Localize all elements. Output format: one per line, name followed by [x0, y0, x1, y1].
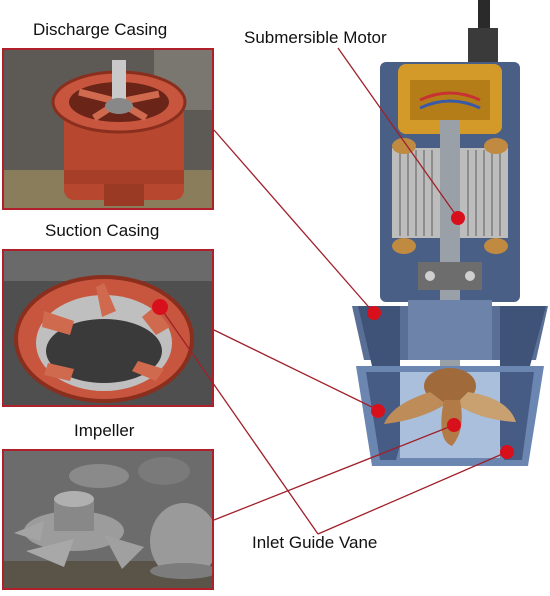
impeller-label: Impeller: [74, 421, 135, 440]
impeller-illustration: [4, 451, 212, 588]
suction-casing-illustration: [4, 251, 212, 405]
marker-discharge-casing: [367, 306, 381, 320]
marker-submersible-motor: [451, 211, 465, 225]
marker-inlet-guide-vane: [500, 445, 514, 459]
impeller-photo: [2, 449, 214, 590]
leader-guide-vane-right: [317, 451, 508, 535]
leader-suction-casing: [213, 329, 379, 411]
discharge-casing-photo: [2, 48, 214, 210]
discharge-casing-illustration: [4, 50, 212, 208]
suction-casing-photo: [2, 249, 214, 407]
marker-impeller: [447, 418, 461, 432]
suction-casing-label: Suction Casing: [45, 221, 160, 240]
leader-submersible-motor: [337, 47, 459, 219]
leader-guide-vane-left: [159, 306, 319, 535]
marker-suction-photo-vane: [152, 299, 168, 315]
discharge-casing-label: Discharge Casing: [33, 20, 168, 39]
leader-impeller: [213, 424, 455, 521]
marker-suction-casing: [371, 404, 385, 418]
submersible-motor-label: Submersible Motor: [244, 28, 387, 47]
leader-discharge-casing: [213, 129, 375, 314]
inlet-guide-vane-label: Inlet Guide Vane: [252, 533, 378, 552]
